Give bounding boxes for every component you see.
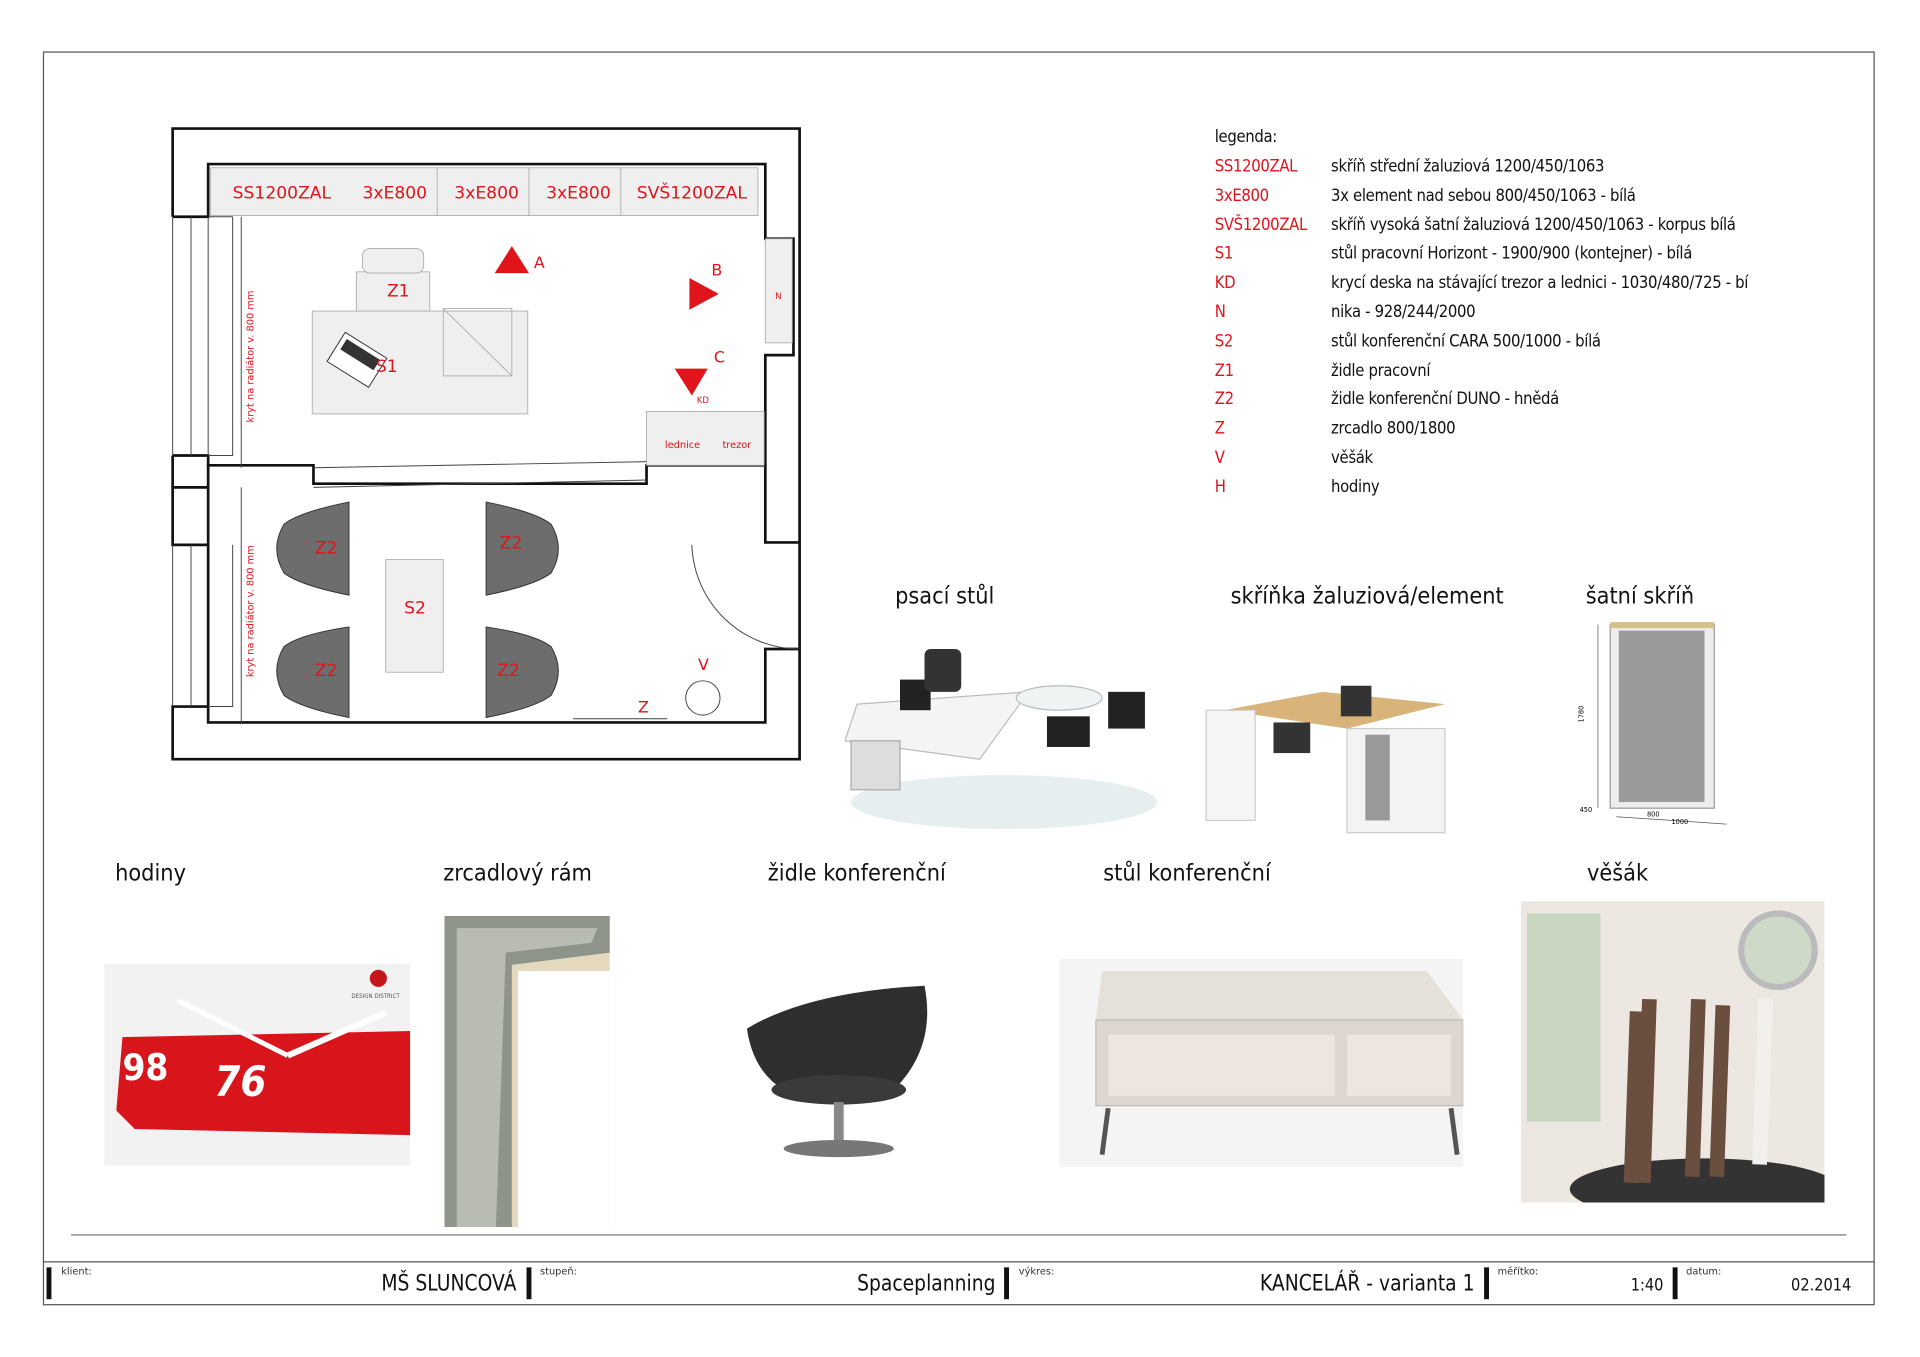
conference-chair-image	[746, 985, 928, 1158]
plan-label: Z	[637, 699, 649, 718]
client-label: klient:	[61, 1266, 92, 1278]
coat-hanger-image	[1520, 901, 1825, 1203]
legend-description: stůl pracovní Horizont - 1900/900 (konte…	[1331, 244, 1693, 264]
legend-code: Z2	[1214, 389, 1234, 410]
legend-description: 3x element nad sebou 800/450/1063 - bílá	[1331, 185, 1636, 206]
plan-label: Z2	[497, 661, 520, 681]
clock-digits: 76	[214, 1057, 266, 1106]
stage-label: stupeň:	[540, 1266, 577, 1278]
title-block-separator	[526, 1267, 532, 1300]
desk-image	[844, 648, 1158, 829]
plan-label: 3xE800	[362, 183, 428, 204]
divider	[71, 1234, 1847, 1236]
legend-description: skříň vysoká šatní žaluziová 1200/450/10…	[1331, 215, 1736, 235]
radiator-note: kryt na radiátor v. 800 mm	[244, 290, 256, 423]
dim-label: 800	[1647, 810, 1660, 819]
view-label: A	[533, 254, 545, 274]
legend-description: židle pracovní	[1331, 360, 1431, 381]
legend-description: skříň střední žaluziová 1200/450/1063	[1331, 156, 1605, 177]
title-block-separator	[46, 1267, 52, 1300]
legend-description: stůl konferenční CARA 500/1000 - bílá	[1331, 331, 1601, 352]
date-value: 02.2014	[1791, 1275, 1852, 1296]
plan-label: S1	[375, 357, 398, 378]
section-title-hanger: věšák	[1586, 859, 1649, 887]
plan-label: S2	[404, 598, 426, 619]
section-title-desk: psací stůl	[895, 582, 995, 610]
conference-chairs	[276, 501, 559, 719]
section-title-chair: židle konferenční	[767, 859, 946, 887]
view-markers	[494, 246, 719, 396]
cabinets	[210, 167, 793, 673]
client-value: MŠ SLUNCOVÁ	[381, 1271, 517, 1297]
radiator-note: kryt na radiátor v. 800 mm	[244, 545, 256, 678]
conference-table-image	[1059, 958, 1464, 1167]
plan-label: N	[775, 291, 782, 302]
legend-code: H	[1214, 477, 1226, 497]
title-block-separator	[1672, 1267, 1678, 1300]
legend-code: V	[1214, 448, 1225, 468]
section-title-cabinet: skříňka žaluziová/element	[1230, 582, 1504, 610]
sheet-frame	[42, 51, 1875, 1306]
plan-label: 3xE800	[454, 183, 519, 204]
legend-title: legenda:	[1214, 127, 1278, 147]
legend-code: Z	[1214, 419, 1225, 439]
dim-label: 1000	[1671, 817, 1688, 826]
drawing-label: výkres:	[1018, 1266, 1055, 1278]
plan-label: V	[697, 656, 709, 675]
legend-description: nika - 928/244/2000	[1331, 302, 1476, 323]
section-title-wardrobe: šatní skříň	[1585, 582, 1695, 610]
title-block-separator	[1004, 1267, 1009, 1300]
legend-code: KD	[1214, 273, 1236, 293]
scale-value: 1:40	[1630, 1275, 1663, 1296]
legend-code: 3xE800	[1214, 185, 1269, 206]
section-title-table: stůl konferenční	[1103, 859, 1271, 887]
cabinet-image	[1205, 685, 1446, 834]
date-label: datum:	[1686, 1266, 1722, 1278]
title-block-separator	[1484, 1267, 1489, 1300]
plan-label: Z2	[314, 538, 338, 559]
legend-code: S2	[1214, 331, 1234, 352]
title-block-border	[42, 1261, 1875, 1263]
clock-digits: 98	[122, 1046, 168, 1089]
legend-description: krycí deska na stávající trezor a lednic…	[1331, 273, 1749, 293]
stage-value: Spaceplanning	[857, 1271, 996, 1297]
drawing-value: KANCELÁŘ - varianta 1	[1259, 1271, 1475, 1297]
section-title-clock: hodiny	[115, 859, 186, 887]
legend-description: věšák	[1331, 448, 1373, 468]
dim-label: 450	[1580, 805, 1593, 814]
plan-label: 3xE800	[546, 183, 611, 204]
plan-label: SS1200ZAL	[232, 183, 332, 204]
mirror-frame-image	[444, 915, 610, 1227]
legend-code: S1	[1214, 244, 1234, 264]
plan-label: Z1	[386, 281, 410, 302]
legend-description: hodiny	[1331, 477, 1380, 497]
legend-description: židle konferenční DUNO - hnědá	[1331, 389, 1559, 410]
plan-label: SVŠ1200ZAL	[636, 183, 747, 204]
view-label: B	[711, 262, 723, 281]
scale-label: měřítko:	[1497, 1266, 1539, 1278]
plan-label: Z2	[314, 661, 338, 681]
view-label: C	[713, 348, 725, 368]
dim-label: 1780	[1576, 706, 1585, 723]
section-title-mirror: zrcadlový rám	[443, 859, 592, 887]
plan-label: trezor	[722, 439, 752, 451]
legend-code: SS1200ZAL	[1214, 156, 1298, 177]
floor-plan	[171, 127, 801, 761]
legend-code: N	[1214, 302, 1226, 323]
plan-label: KD	[696, 395, 709, 406]
clock-brand: DESIGN DISTRICT	[351, 993, 400, 1000]
plan-label: lednice	[664, 439, 701, 451]
legend-code: SVŠ1200ZAL	[1214, 215, 1308, 235]
wardrobe-image: 1780 800 1000 450	[1576, 622, 1727, 826]
legend-code: Z1	[1214, 360, 1234, 381]
legend-description: zrcadlo 800/1800	[1331, 419, 1456, 439]
plan-label: Z2	[499, 533, 523, 554]
clock-image: 76 98 DESIGN DISTRICT	[104, 963, 411, 1166]
